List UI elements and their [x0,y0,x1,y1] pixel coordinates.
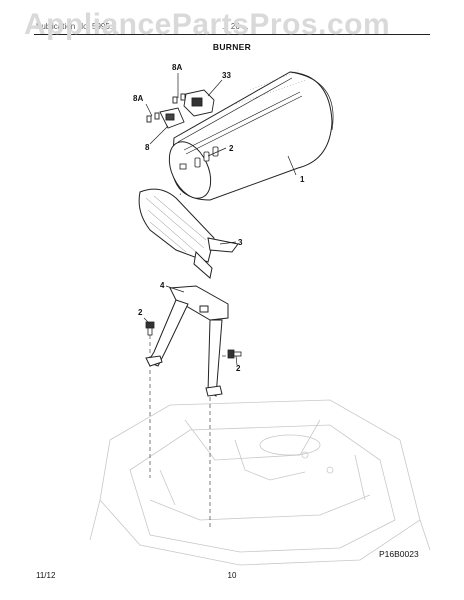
callout-1: 1 [300,175,305,184]
callout-8: 8 [145,143,150,152]
heat-shield [138,188,239,279]
dryer-base-outline [89,399,431,566]
tube-screws [179,146,219,170]
callout-8a-top: 8A [172,63,182,72]
publication-number: Publication No. 5995... [36,22,117,31]
header-rule [34,34,430,35]
callout-2-right: 2 [236,364,241,373]
callout-8a-left: 8A [133,94,143,103]
section-title: BURNER [212,42,252,52]
watermark-logo: AppliancePartsPros.com [24,8,391,41]
loose-screws [145,321,242,359]
support-bracket [145,285,229,397]
callout-3: 3 [238,238,243,247]
sensor-bracket-assembly [146,89,215,129]
callout-33: 33 [222,71,231,80]
callout-2-left: 2 [138,308,143,317]
leader-lines [143,73,297,366]
burner-tube [168,69,334,201]
header-right-text: ... 26 ... [222,22,249,31]
diagram-code: P16B0023 [379,549,419,559]
footer-page-number: 10 [227,571,237,580]
callout-2-top: 2 [229,144,234,153]
callout-4: 4 [160,281,165,290]
footer-date: 11/12 [36,571,56,580]
